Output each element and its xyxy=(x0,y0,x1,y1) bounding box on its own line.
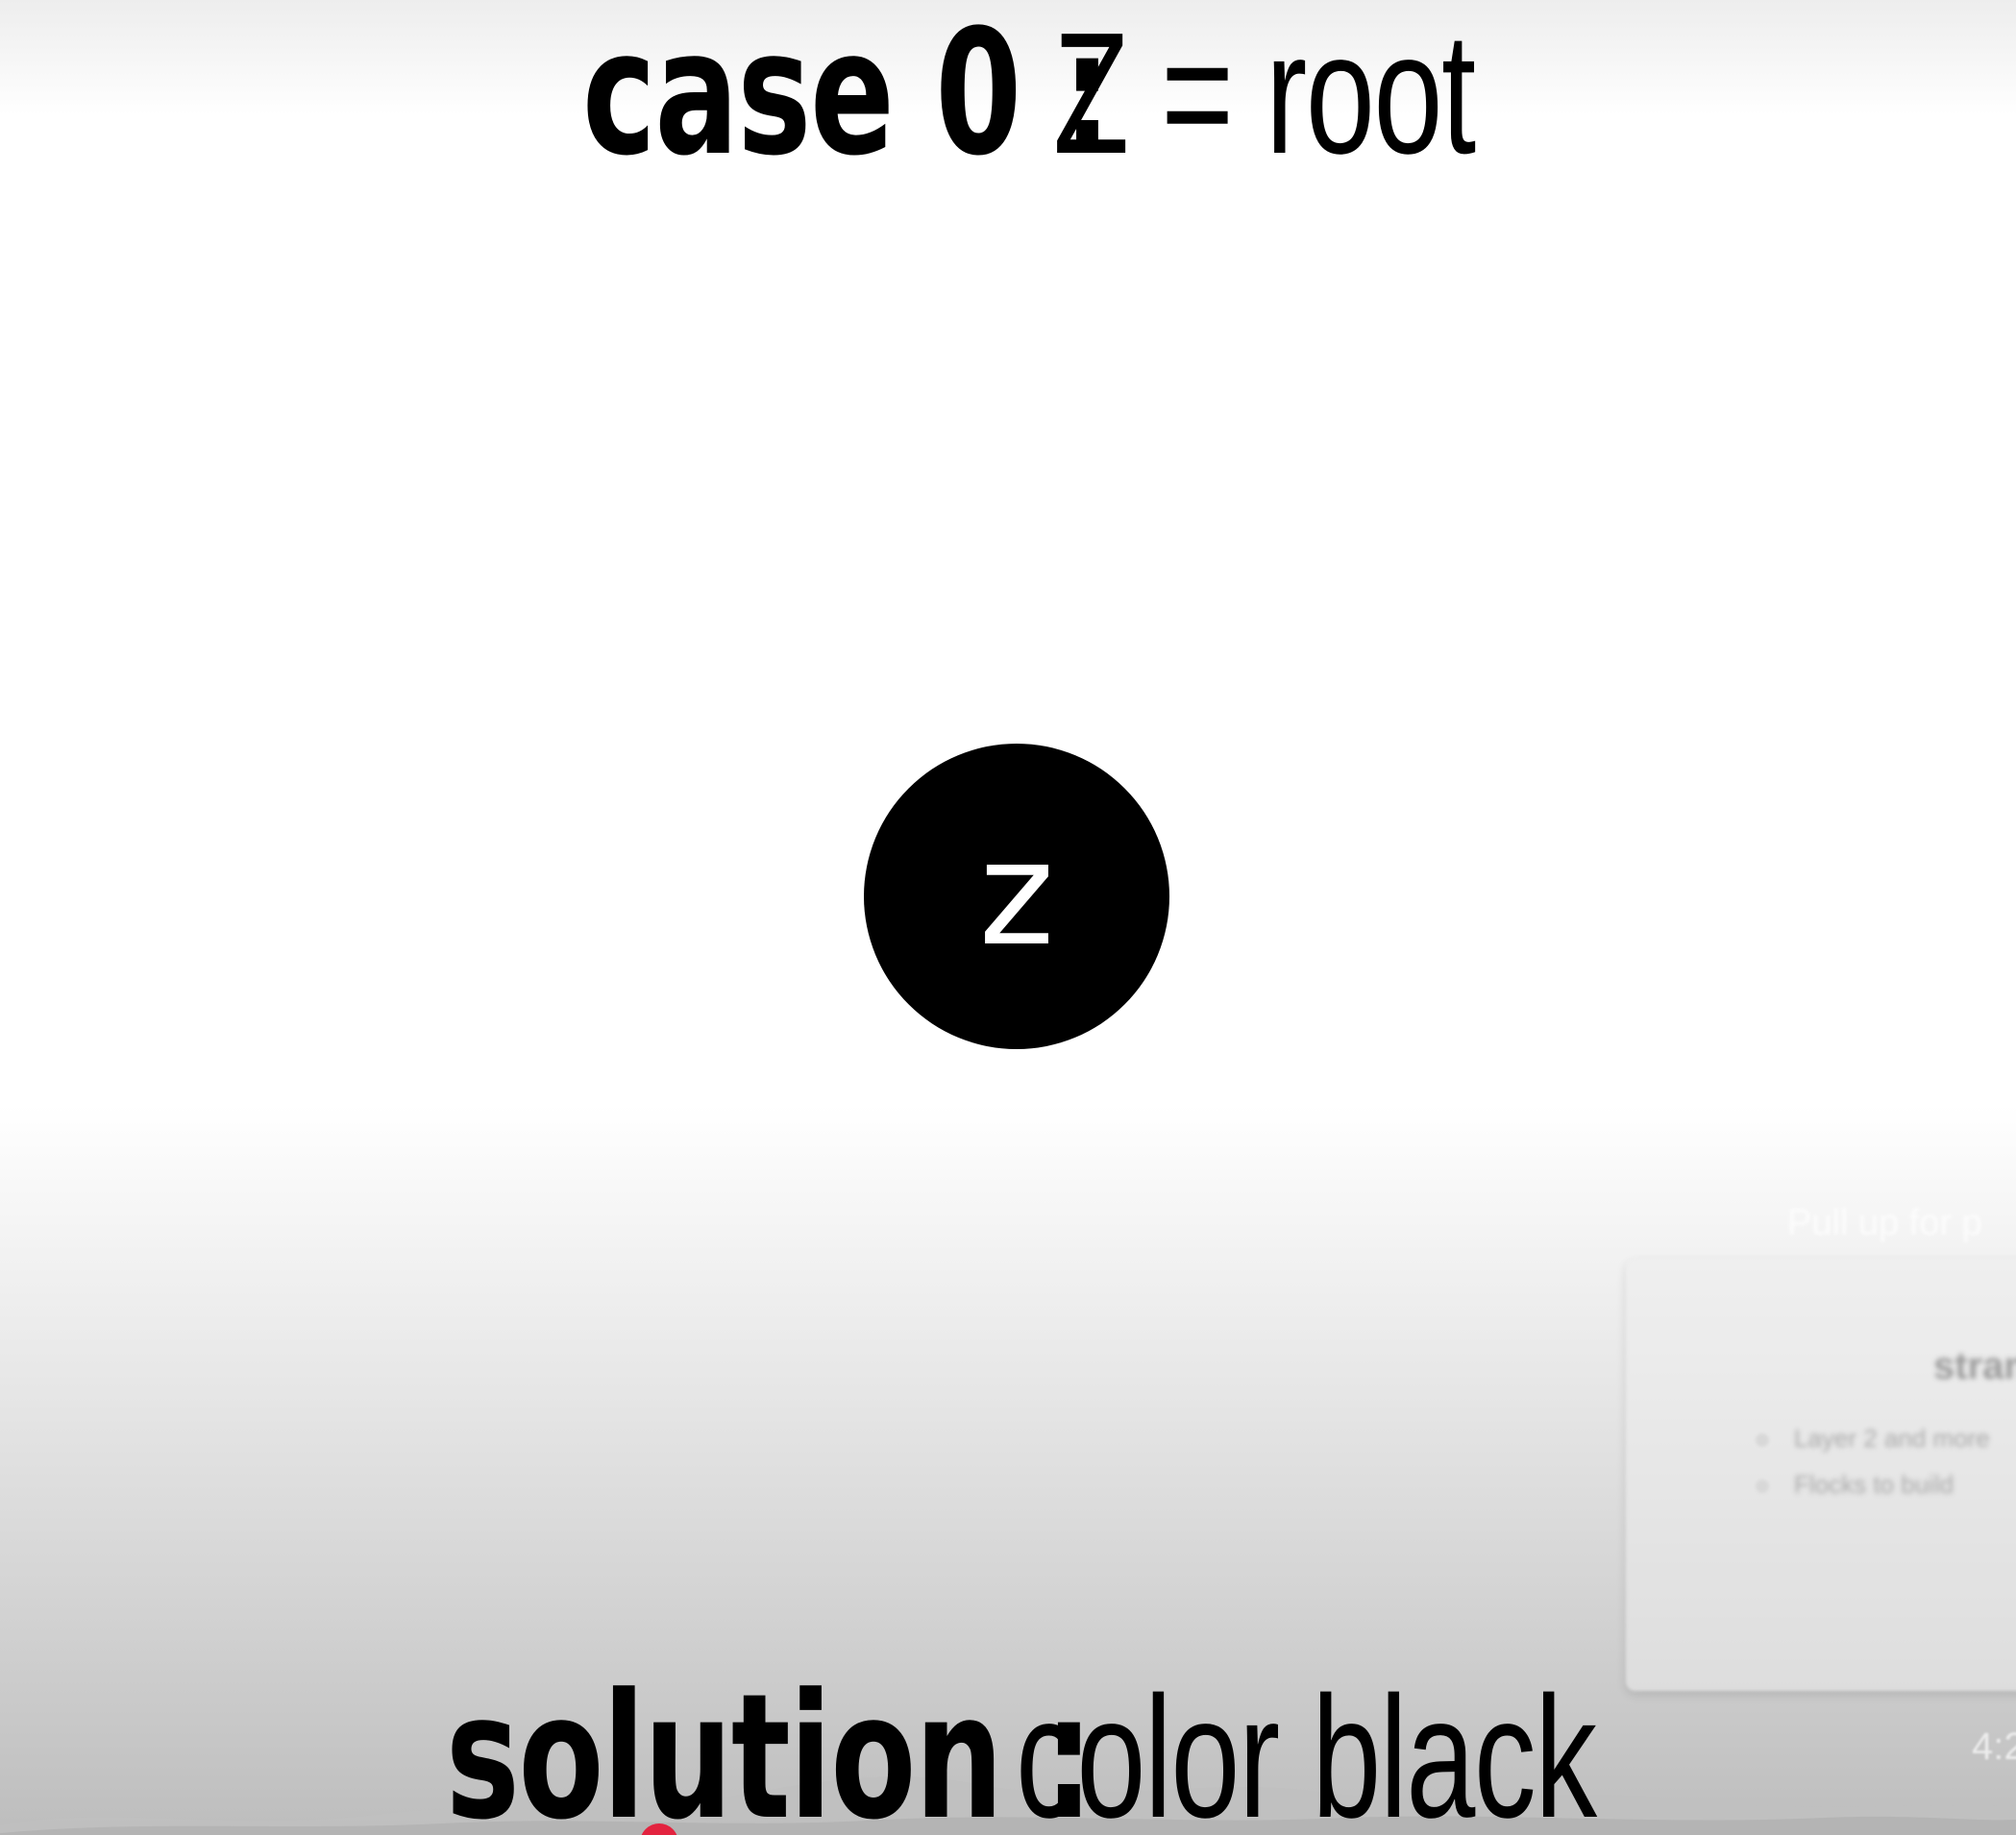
end-screen-card[interactable]: stran Layer 2 and more Flocks to build xyxy=(1626,1259,2016,1691)
solution-label: solution : xyxy=(446,1657,1094,1835)
bullet-icon xyxy=(1756,1433,1769,1447)
solution-value: color black xyxy=(1016,1661,1597,1835)
case-title-bold: case 0 : xyxy=(582,0,1112,194)
tree-node-z: z xyxy=(864,744,1169,1049)
chevron-up-icon xyxy=(1793,1220,1805,1232)
case-title: case 0 :Z = root xyxy=(0,8,2016,181)
case-title-equation: Z = root xyxy=(1053,0,1476,190)
card-line: Layer 2 and more xyxy=(1794,1424,1990,1453)
bullet-icon xyxy=(1756,1480,1769,1493)
wave-decoration xyxy=(0,1776,2016,1835)
tree-node-label: z xyxy=(978,811,1055,978)
progress-marker[interactable] xyxy=(640,1823,678,1835)
solution-text: solution :color black xyxy=(0,1672,2016,1835)
pull-up-hint[interactable]: Pull up for p xyxy=(1787,1203,1982,1243)
video-timecode: 4:2 xyxy=(1972,1725,2016,1768)
card-line: Flocks to build xyxy=(1794,1470,1955,1499)
card-title: stran xyxy=(1933,1345,2016,1387)
